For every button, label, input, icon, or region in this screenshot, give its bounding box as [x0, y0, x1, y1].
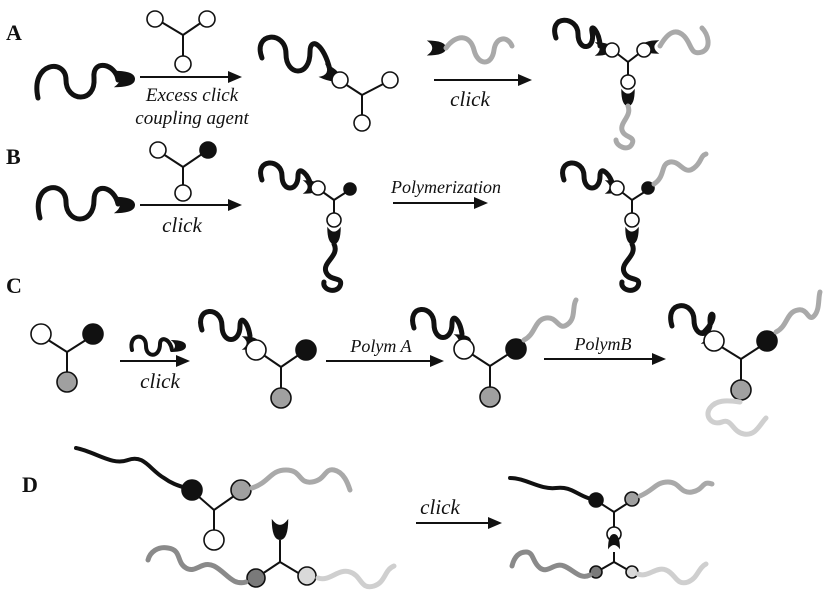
panel-a-reaction-label-line1: Excess click [145, 85, 239, 106]
white-bead-icon [609, 180, 625, 196]
black-bead-icon [295, 339, 317, 361]
white-bead-icon [174, 55, 192, 73]
gray-bead-icon [624, 491, 640, 507]
crescent-end-icon [426, 40, 446, 56]
gray-bead-icon [56, 371, 78, 393]
panel-b-arrow-1 [140, 199, 242, 211]
gray-bead-icon [270, 387, 292, 409]
white-bead-icon [703, 330, 725, 352]
panel-d-reaction-label: click [420, 495, 460, 519]
white-bead-icon [30, 323, 52, 345]
dark-gray-bead-icon [589, 565, 603, 579]
white-bead-icon [353, 114, 371, 132]
crescent-end-icon [621, 88, 635, 106]
panel-b: B click [6, 141, 709, 293]
white-bead-icon [636, 42, 652, 58]
panel-c-reaction-label: click [140, 369, 180, 393]
panel-c-arrow-2 [326, 355, 444, 367]
white-bead-icon [203, 529, 225, 551]
panel-c-second-label: Polym A [349, 336, 412, 356]
panel-c-arrow-3 [544, 353, 666, 365]
panel-b-second-label: Polymerization [390, 177, 501, 197]
white-bead-icon [331, 71, 349, 89]
crescent-end-icon [625, 226, 639, 244]
panel-c-label: C [6, 273, 22, 298]
white-bead-icon [326, 212, 342, 228]
panel-c-product-2 [668, 289, 823, 437]
white-bead-icon [174, 184, 192, 202]
light-bead-icon [625, 565, 639, 579]
panel-c-product-1 [410, 297, 579, 408]
white-bead-icon [624, 212, 640, 228]
white-bead-icon [604, 42, 620, 58]
panel-c: C click [6, 273, 823, 437]
dark-gray-bead-icon [246, 568, 266, 588]
panel-d-reactant-a [74, 446, 353, 551]
panel-b-label: B [6, 144, 21, 169]
panel-b-reactant-chain [35, 185, 135, 222]
panel-d-product [508, 476, 715, 586]
panel-a-gray-reagent [426, 35, 515, 65]
white-bead-icon [620, 74, 636, 90]
panel-d-label: D [22, 472, 38, 497]
black-bead-icon [199, 141, 217, 159]
white-bead-icon [453, 338, 475, 360]
panel-b-arrow-2 [393, 197, 488, 209]
panel-b-coupling-agent [149, 141, 217, 202]
black-bead-icon [588, 492, 604, 508]
black-bead-icon [343, 182, 357, 196]
gray-bead-icon [730, 379, 752, 401]
panel-c-intermediate [198, 309, 317, 409]
panel-a-second-label: click [450, 87, 490, 111]
panel-c-coupling-agent [30, 323, 104, 393]
black-bead-icon [181, 479, 203, 501]
panel-d: D click [22, 446, 715, 590]
panel-d-arrow [416, 517, 502, 529]
black-bead-icon [756, 330, 778, 352]
panel-a-arrow-2 [434, 74, 532, 86]
white-bead-icon [381, 71, 399, 89]
panel-a-label: A [6, 20, 22, 45]
black-bead-icon [641, 181, 655, 195]
white-bead-icon [245, 339, 267, 361]
panel-a-intermediate [257, 34, 399, 132]
panel-a-reaction-label-line2: coupling agent [135, 108, 249, 129]
crescent-end-icon [327, 226, 341, 244]
panel-b-intermediate [258, 160, 357, 293]
panel-a: A Excess click coupling agent [6, 10, 711, 151]
panel-b-product [560, 151, 709, 293]
panel-d-reactant-b [145, 518, 397, 590]
panel-c-small-chain [129, 334, 186, 357]
black-bead-icon [505, 338, 527, 360]
panel-a-coupling-agent [146, 10, 216, 73]
white-bead-icon [149, 141, 167, 159]
panel-c-third-label: PolymB [574, 334, 632, 354]
panel-a-reactant-chain [34, 63, 135, 101]
white-bead-icon [146, 10, 164, 28]
white-bead-icon [198, 10, 216, 28]
gray-bead-icon [230, 479, 252, 501]
crescent-end-icon [271, 518, 289, 540]
panel-c-arrow-1 [120, 355, 190, 367]
white-bead-icon [310, 180, 326, 196]
panel-a-arrow-1 [140, 71, 242, 83]
gray-bead-icon [479, 386, 501, 408]
panel-a-product [552, 17, 711, 151]
light-bead-icon [297, 566, 317, 586]
black-bead-icon [82, 323, 104, 345]
panel-b-reaction-label: click [162, 213, 202, 237]
